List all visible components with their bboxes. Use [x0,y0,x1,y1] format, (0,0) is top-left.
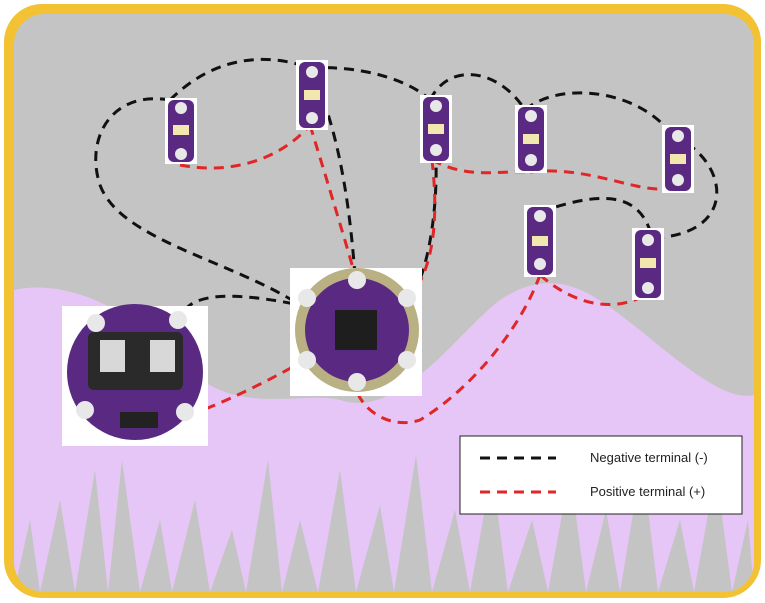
coin-cell-battery-holder [62,304,208,446]
led-3 [420,95,452,163]
led-1 [165,98,197,164]
led-4 [515,105,547,173]
positive-legend-label: Positive terminal (+) [590,484,705,499]
lilypad-tiny-board [290,268,422,396]
led-2 [296,60,328,130]
legend: Negative terminal (-) Positive terminal … [459,435,743,515]
led-6 [524,205,556,277]
led-5 [662,125,694,193]
led-7 [632,228,664,300]
negative-legend-label: Negative terminal (-) [590,450,708,465]
